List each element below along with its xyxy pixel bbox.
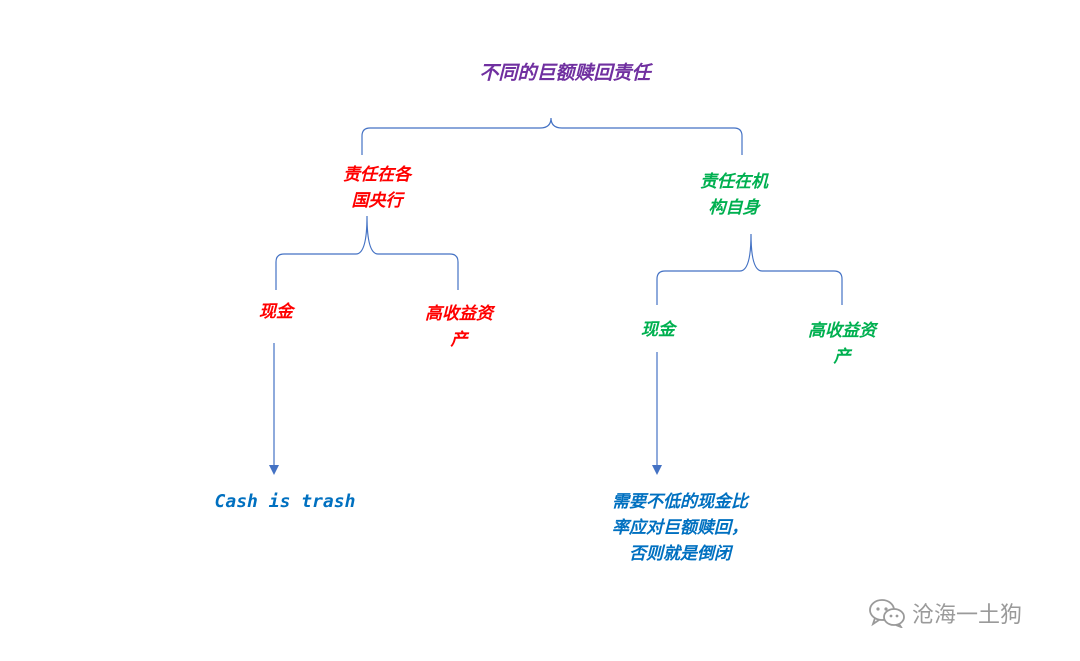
- node-left-high-yield: 高收益资 产: [400, 301, 518, 353]
- node-institutions-line2: 构自身: [708, 198, 760, 218]
- outcome-right-line3: 否则就是倒闭: [629, 544, 731, 564]
- outcome-right-line1: 需要不低的现金比: [612, 492, 748, 512]
- brace-left: [275, 215, 459, 290]
- outcome-right-line2: 率应对巨额赎回，: [612, 518, 748, 538]
- node-right-high-yield-line1: 高收益资: [808, 321, 876, 341]
- root-node: 不同的巨额赎回责任: [479, 62, 651, 84]
- watermark: 沧海一土狗: [868, 598, 1022, 628]
- node-institutions-line1: 责任在机: [700, 172, 768, 192]
- node-right-cash: 现金: [641, 320, 675, 340]
- watermark-text: 沧海一土狗: [912, 603, 1023, 628]
- node-left-cash: 现金: [259, 302, 293, 322]
- outcome-left: Cash is trash: [214, 491, 356, 512]
- node-right-high-yield-line2: 产: [833, 347, 851, 367]
- node-institutions: 责任在机 构自身: [675, 169, 793, 221]
- wechat-icon: [869, 599, 905, 628]
- node-central-banks: 责任在各 国央行: [318, 162, 436, 214]
- node-left-high-yield-line2: 产: [450, 330, 468, 350]
- node-right-high-yield: 高收益资 产: [783, 318, 901, 370]
- node-central-banks-line1: 责任在各: [343, 165, 411, 185]
- node-left-high-yield-line1: 高收益资: [425, 304, 493, 324]
- node-central-banks-line2: 国央行: [351, 191, 403, 211]
- brace-root: [361, 117, 743, 155]
- brace-right: [656, 233, 843, 305]
- outcome-right: 需要不低的现金比 率应对巨额赎回， 否则就是倒闭: [585, 489, 775, 567]
